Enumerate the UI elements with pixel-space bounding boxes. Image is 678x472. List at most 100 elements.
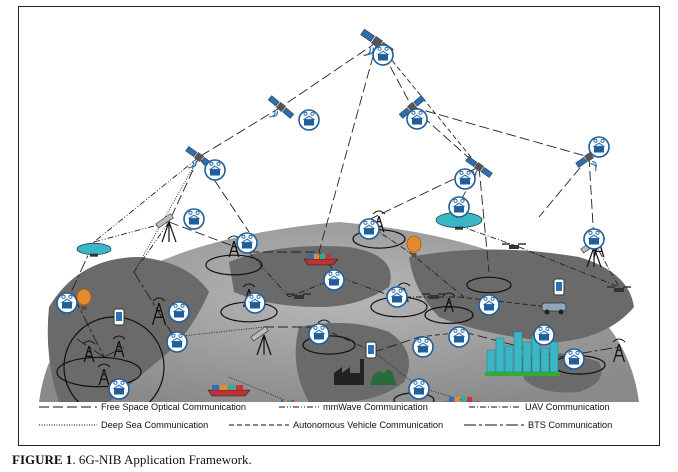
smart-city-icon: [485, 331, 560, 376]
factory-icon: [334, 359, 396, 385]
link-7: [411, 106, 590, 158]
legend-label-mmwave: mmWave Communication: [323, 402, 428, 412]
bts-tower-icon: [82, 340, 96, 363]
link-13: [448, 166, 480, 223]
link-43: [373, 351, 420, 388]
link-35: [318, 326, 375, 353]
network-elements: [56, 28, 631, 402]
cargo-ship-icon: [207, 385, 251, 397]
network-node-icon: [108, 378, 130, 400]
autonomous-car-icon: [541, 302, 567, 315]
network-node-icon: [408, 378, 430, 400]
bts-tower-icon: [112, 335, 126, 358]
legend-item-mmwave: mmWave Communication: [279, 402, 428, 412]
legend-label-deep-sea: Deep Sea Communication: [101, 420, 209, 430]
link-9: [168, 156, 200, 223]
link-25: [518, 246, 620, 288]
drone-icon: [607, 286, 631, 292]
drone-icon: [287, 293, 311, 299]
coverage-ring: [205, 254, 263, 276]
link-24: [408, 251, 465, 298]
link-26: [248, 251, 290, 298]
drone-icon: [502, 243, 526, 249]
legend-item-uav: UAV Communication: [469, 402, 610, 412]
link-2: [376, 41, 413, 108]
link-15: [588, 156, 595, 243]
legend-swatch-uav: [469, 406, 521, 408]
bts-tower-icon: [612, 338, 626, 363]
legend-row-1: Free Space Optical Communication mmWave …: [19, 402, 659, 418]
network-node-icon: [168, 301, 190, 323]
link-21: [363, 221, 410, 253]
legend-swatch-deep-sea: [39, 424, 97, 426]
figure-label: FIGURE 1: [12, 452, 73, 467]
link-11: [133, 156, 200, 273]
legend-swatch-bts: [464, 424, 524, 426]
continent-asia: [409, 249, 634, 342]
link-45: [593, 241, 620, 288]
legend-item-deep-sea: Deep Sea Communication: [39, 420, 208, 430]
network-node-icon: [323, 269, 345, 291]
network-node-icon: [204, 159, 226, 181]
smartphone-icon: [553, 278, 565, 296]
legend-label-bts: BTS Communication: [528, 420, 613, 430]
coverage-ring: [56, 356, 142, 388]
smartphone-icon: [113, 308, 125, 326]
link-5: [198, 106, 282, 158]
network-node-icon: [412, 336, 434, 358]
link-41: [103, 346, 125, 358]
link-38: [463, 331, 560, 358]
legend-item-autonomous-vehicle: Autonomous Vehicle Communication: [229, 420, 443, 430]
link-36: [373, 336, 420, 353]
network-node-icon: [308, 323, 330, 345]
network-node-icon: [583, 228, 605, 250]
hot-air-balloon-icon: [406, 235, 422, 257]
legend-label-uav: UAV Communication: [525, 402, 610, 412]
ground-antenna-icon: [250, 326, 272, 356]
hot-air-balloon-icon: [76, 288, 92, 310]
network-node-icon: [533, 324, 555, 346]
legend-row-2: Deep Sea Communication Autonomous Vehicl…: [19, 420, 659, 436]
bts-tower-icon: [442, 292, 456, 313]
cargo-ship-icon: [281, 400, 294, 402]
legend-swatch-mmwave: [279, 406, 319, 408]
network-node-icon: [448, 326, 470, 348]
network-node-icon: [454, 168, 476, 190]
bts-tower-icon: [151, 297, 167, 326]
link-3: [318, 41, 378, 253]
network-node-icon: [563, 348, 585, 370]
link-16: [538, 156, 590, 218]
link-33: [173, 326, 265, 338]
legend: Free Space Optical Communication mmWave …: [19, 402, 659, 445]
legend-item-bts: BTS Communication: [464, 420, 612, 430]
network-node-icon: [448, 196, 470, 218]
link-8: [93, 156, 200, 243]
link-14: [478, 166, 490, 273]
link-4: [376, 41, 480, 168]
link-30: [458, 296, 550, 308]
link-42: [228, 376, 290, 402]
legend-label-autonomous-vehicle: Autonomous Vehicle Communication: [293, 420, 444, 430]
network-node-icon: [56, 292, 78, 314]
link-31: [133, 271, 175, 338]
caption-text: . 6G-NIB Application Framework.: [72, 452, 252, 467]
link-46: [133, 221, 170, 273]
network-node-icon: [244, 292, 266, 314]
ground-antenna-icon: [155, 213, 177, 243]
cargo-ship-icon: [303, 254, 339, 266]
network-node-icon: [406, 108, 428, 130]
link-1: [280, 41, 378, 108]
legend-swatch-autonomous-vehicle: [229, 424, 289, 426]
network-node-icon: [588, 136, 610, 158]
network-node-icon: [358, 218, 380, 240]
coverage-ring: [466, 276, 512, 294]
satellite-icon: [267, 95, 295, 119]
continent-europe: [229, 246, 391, 307]
link-40: [73, 336, 105, 358]
legend-item-fso: Free Space Optical Communication: [39, 402, 246, 412]
application-framework-diagram: [39, 28, 639, 402]
cargo-ship-icon: [444, 397, 480, 402]
network-node-icon: [478, 294, 500, 316]
airship-icon: [76, 242, 112, 257]
legend-label-fso: Free Space Optical Communication: [101, 402, 247, 412]
